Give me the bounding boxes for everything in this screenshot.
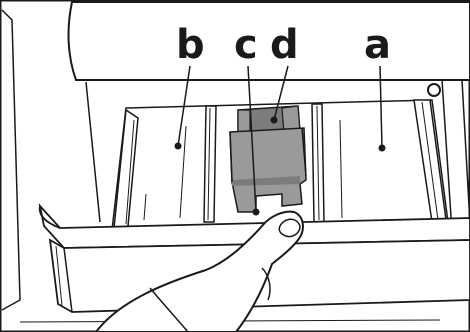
machine-left-wall: [2, 10, 20, 310]
leader-dot-b: [175, 143, 182, 150]
fingernail: [279, 219, 300, 236]
indicator-ring: [428, 84, 440, 96]
leader-dot-a: [379, 145, 386, 152]
label-b: b: [176, 22, 205, 68]
left-wall-edge: [86, 82, 100, 222]
label-a: a: [364, 22, 391, 68]
leader-dot-c: [253, 209, 260, 216]
label-d: d: [270, 22, 299, 68]
label-c: c: [234, 22, 258, 68]
leader-dot-d: [271, 117, 278, 124]
